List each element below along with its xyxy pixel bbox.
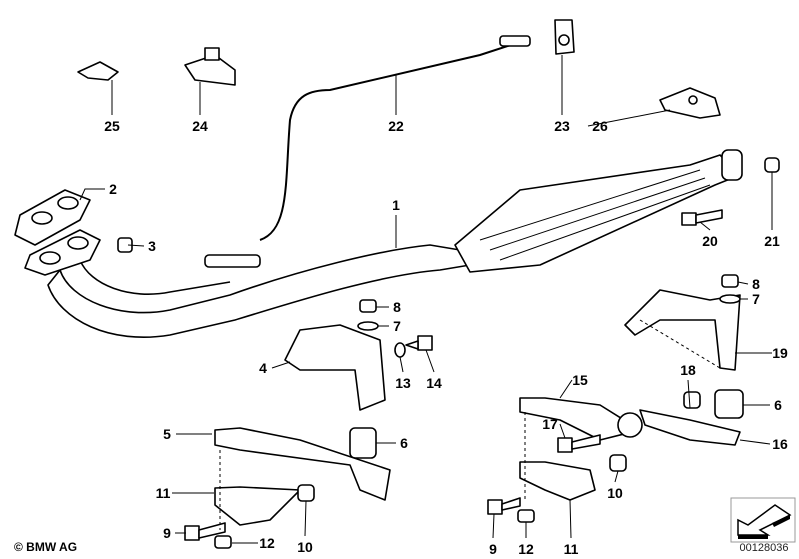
copyright-text: © BMW AG	[14, 540, 78, 554]
label-part-22: 22	[388, 118, 404, 134]
label-part-18: 18	[680, 362, 696, 378]
rubber-part-8[interactable]	[721, 274, 739, 288]
oxygen-sensor-part-22[interactable]	[204, 35, 531, 268]
mount-part-6-b[interactable]	[349, 427, 377, 459]
hanger-part-19[interactable]	[624, 289, 741, 371]
label-part-6: 6	[774, 397, 782, 413]
label-part-17: 17	[542, 416, 558, 432]
exhaust-pipe-part-1[interactable]	[47, 149, 743, 339]
label-part-10: 10	[607, 485, 623, 501]
bracket-part-15[interactable]	[519, 397, 641, 441]
bolt-part-17[interactable]	[557, 434, 601, 453]
label-part-9: 9	[163, 525, 171, 541]
label-part-14: 14	[426, 375, 442, 391]
label-part-11-b: 11	[564, 541, 579, 557]
label-part-13: 13	[395, 375, 411, 391]
washer-part-7[interactable]	[719, 294, 741, 304]
bracket-part-26[interactable]	[659, 87, 721, 119]
label-part-20: 20	[702, 233, 718, 249]
bracket-part-16[interactable]	[617, 409, 741, 446]
label-part-21: 21	[764, 233, 780, 249]
label-part-23: 23	[554, 118, 570, 134]
label-part-1: 1	[392, 197, 400, 213]
ring-part-13[interactable]	[394, 342, 406, 358]
bolt-part-9[interactable]	[184, 522, 226, 541]
label-part-4: 4	[259, 360, 267, 376]
bracket-part-24[interactable]	[184, 47, 236, 86]
label-part-3: 3	[148, 238, 156, 254]
label-part-15: 15	[572, 372, 588, 388]
nut-part-10[interactable]	[297, 484, 315, 502]
mount-part-18[interactable]	[683, 391, 701, 409]
reference-number: 00128036	[739, 542, 789, 554]
label-part-10-b: 10	[297, 539, 313, 555]
bracket-part-23[interactable]	[554, 19, 575, 55]
label-part-8-b: 8	[393, 299, 401, 315]
rubber-part-8-b[interactable]	[359, 299, 377, 313]
orientation-arrow-icon	[730, 497, 796, 543]
label-part-12-b: 12	[518, 541, 534, 557]
label-part-24: 24	[192, 118, 208, 134]
label-part-2: 2	[109, 181, 117, 197]
bracket-part-4[interactable]	[284, 324, 386, 411]
label-part-6-b: 6	[400, 435, 408, 451]
bracket-part-5[interactable]	[214, 427, 391, 501]
label-part-19: 19	[772, 345, 788, 361]
bolt-part-9-b[interactable]	[487, 497, 521, 515]
label-part-9-b: 9	[489, 541, 497, 557]
nut-part-12-b[interactable]	[517, 509, 535, 523]
washer-part-7-b[interactable]	[357, 321, 379, 331]
label-part-7-b: 7	[393, 318, 401, 334]
leader-lines	[79, 55, 773, 544]
exhaust-manifold-flange-part-2[interactable]	[14, 189, 101, 276]
label-part-26: 26	[592, 118, 608, 134]
nut-part-10-b[interactable]	[609, 454, 627, 472]
label-part-8: 8	[752, 276, 760, 292]
mount-part-6[interactable]	[714, 389, 744, 419]
bracket-part-11[interactable]	[214, 486, 301, 526]
bracket-part-11-b[interactable]	[519, 461, 596, 501]
label-part-12: 12	[259, 535, 275, 551]
nut-part-21[interactable]	[764, 157, 780, 173]
label-part-25: 25	[104, 118, 120, 134]
bolt-part-20[interactable]	[681, 209, 723, 226]
label-part-11: 11	[156, 485, 171, 501]
clip-part-25[interactable]	[77, 61, 119, 81]
nut-part-12[interactable]	[214, 535, 232, 549]
label-part-16: 16	[772, 436, 788, 452]
label-part-7: 7	[752, 291, 760, 307]
bolt-part-14[interactable]	[405, 335, 433, 351]
label-part-5: 5	[163, 426, 171, 442]
